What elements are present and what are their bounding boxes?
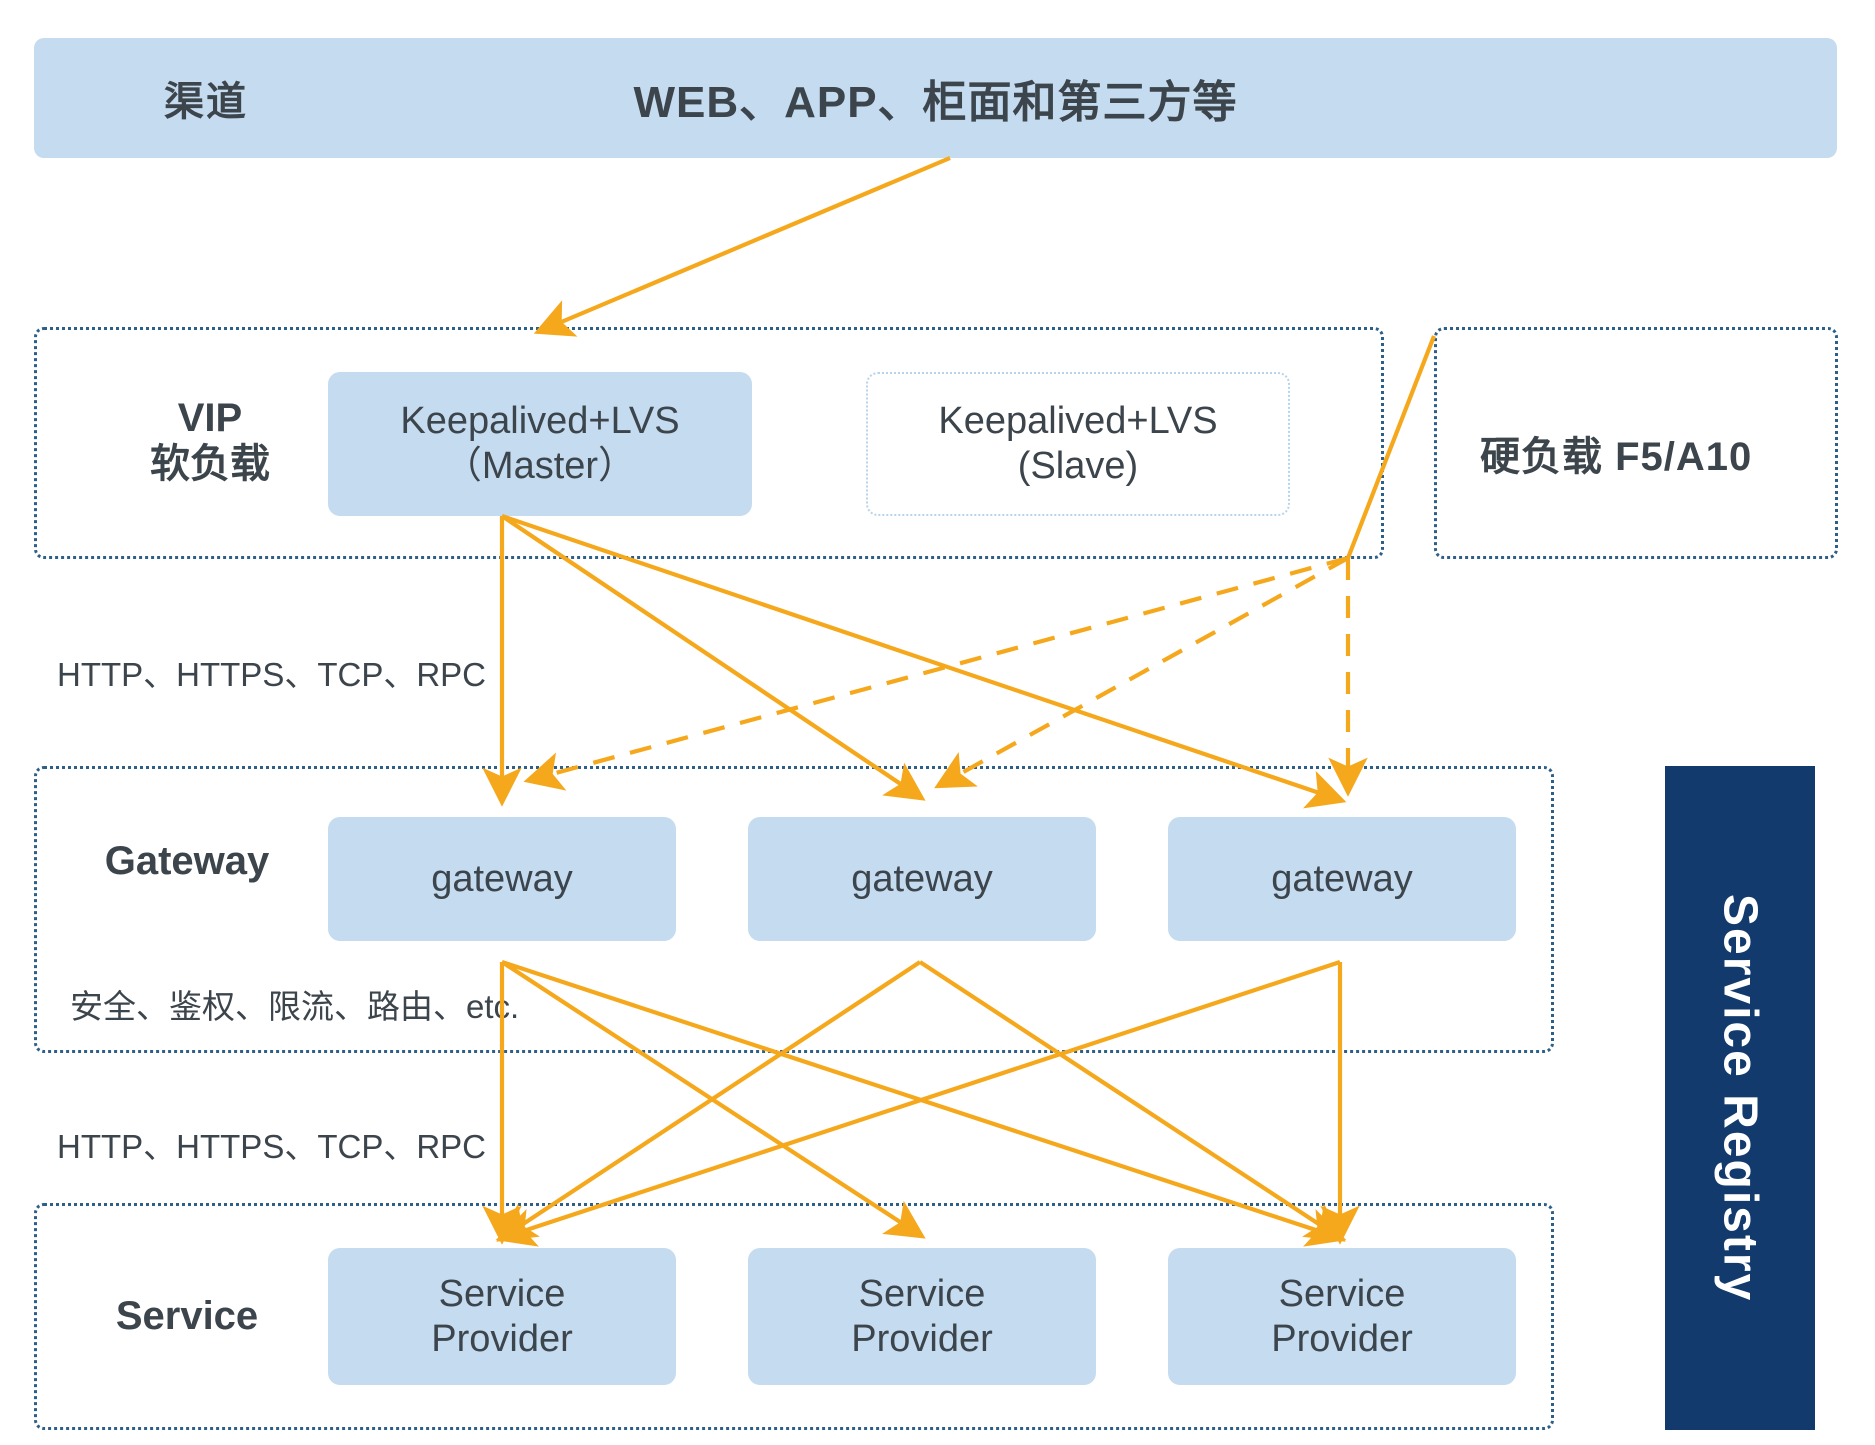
service-provider-1-line2: Provider (431, 1317, 573, 1360)
service-provider-node-3[interactable]: Service Provider (1168, 1248, 1516, 1385)
service-provider-2-line1: Service (858, 1272, 986, 1315)
vip-label-line1: VIP (177, 396, 243, 440)
arrow-hardlb-to-gateway-1 (523, 555, 1349, 791)
keepalived-slave-line1: Keepalived+LVS (938, 400, 1218, 443)
keepalived-slave-line2: (Slave) (1017, 445, 1139, 487)
gateway-section-label: Gateway (104, 839, 270, 883)
arrow-hardlb-to-gateway-2 (934, 556, 1350, 789)
gateway-node-3-label: gateway (1271, 857, 1413, 900)
hardware-lb-label: 硬负载 F5/A10 (1480, 435, 1753, 479)
channel-label: 渠道 (164, 80, 248, 124)
gateway-node-2-label: gateway (851, 857, 993, 900)
arrow-channel-to-vip (533, 156, 951, 337)
service-provider-2-line2: Provider (851, 1317, 993, 1360)
service-registry-label: Service Registry (1713, 893, 1767, 1303)
keepalived-master-line1: Keepalived+LVS (400, 400, 680, 443)
protocol-label-top: HTTP、HTTPS、TCP、RPC (57, 656, 486, 693)
service-provider-3-line2: Provider (1271, 1317, 1413, 1360)
gateway-node-1-label: gateway (431, 857, 573, 900)
service-provider-node-2[interactable]: Service Provider (748, 1248, 1096, 1385)
gateway-capability-label: 安全、鉴权、限流、路由、etc. (70, 988, 520, 1025)
vip-label-line2: 软负载 (150, 442, 270, 486)
service-provider-3-line1: Service (1278, 1272, 1406, 1315)
channel-banner: 渠道 WEB、APP、柜面和第三方等 (34, 38, 1837, 158)
service-provider-1-line1: Service (438, 1272, 566, 1315)
keepalived-master-line2: （Master） (443, 445, 637, 487)
keepalived-slave-node[interactable]: Keepalived+LVS (Slave) (866, 372, 1290, 516)
gateway-node-3[interactable]: gateway (1168, 817, 1516, 941)
service-provider-node-1[interactable]: Service Provider (328, 1248, 676, 1385)
protocol-label-bottom: HTTP、HTTPS、TCP、RPC (57, 1128, 486, 1165)
gateway-node-1[interactable]: gateway (328, 817, 676, 941)
keepalived-master-node[interactable]: Keepalived+LVS （Master） (328, 372, 752, 516)
gateway-node-2[interactable]: gateway (748, 817, 1096, 941)
service-section-label: Service (115, 1294, 259, 1338)
channel-title: WEB、APP、柜面和第三方等 (633, 78, 1238, 127)
vip-section-label: VIP 软负载 (110, 395, 310, 487)
service-registry-panel[interactable]: Service Registry (1665, 766, 1815, 1430)
